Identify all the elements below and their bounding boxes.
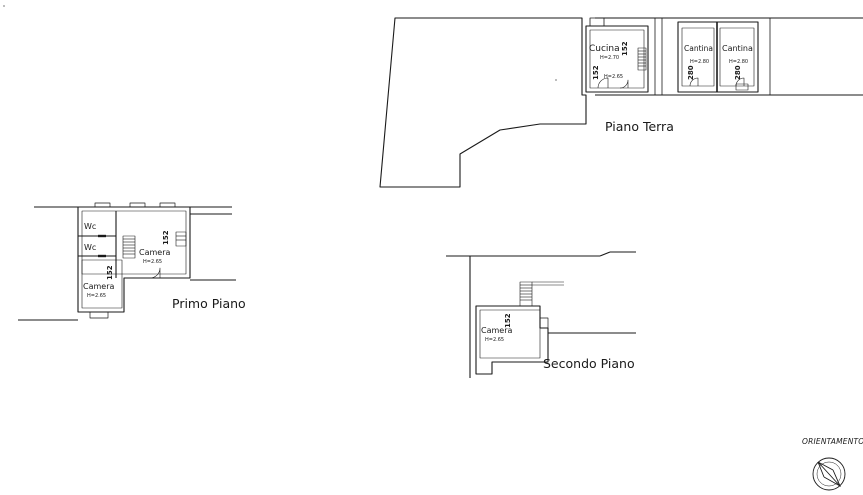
room-height: H=2.70 (600, 55, 619, 61)
room-number: 280 (687, 65, 695, 80)
room-height: H=2.65 (604, 74, 623, 80)
ground-floor-outline (379, 17, 587, 188)
first-floor-stair (122, 231, 187, 259)
stray-mark (3, 5, 5, 7)
room-name: Wc (84, 243, 96, 252)
first-floor-plan (18, 202, 236, 321)
room-name: Camera (139, 248, 170, 257)
room-number: 152 (106, 265, 114, 280)
floor-title: Secondo Piano (543, 356, 635, 371)
kitchen-door (619, 79, 629, 89)
first-floor-outline (77, 206, 191, 313)
orientation-label: ORIENTAMENTO (802, 437, 863, 446)
room-name: Camera (481, 326, 512, 335)
kitchen-door (597, 77, 609, 89)
second-floor-stair (519, 281, 564, 307)
street-line (599, 251, 611, 257)
room-height: H=2.65 (485, 337, 504, 343)
kitchen-walls (585, 25, 649, 93)
room-height: H=2.65 (87, 293, 106, 299)
room-number: 152 (592, 65, 600, 80)
cellar-right-inner (719, 27, 755, 87)
room-name: Cucina (589, 44, 620, 54)
room-name: Camera (83, 282, 114, 291)
room-height: H=2.80 (690, 59, 709, 65)
room-height: H=2.80 (729, 59, 748, 65)
stray-mark (555, 79, 557, 81)
room-name: Cantina (722, 44, 753, 53)
north-arrow-icon (812, 457, 846, 491)
room-number: 152 (504, 313, 512, 328)
kitchen-inner (589, 29, 645, 89)
second-floor-plan (446, 251, 636, 378)
floor-title: Piano Terra (605, 119, 674, 134)
room-name: Cantina (684, 44, 713, 53)
chimney (589, 17, 605, 27)
floor-title: Primo Piano (172, 296, 246, 311)
room-number: 152 (162, 230, 170, 245)
room-name: Wc (84, 222, 96, 231)
room-number: 280 (734, 65, 742, 80)
ground-floor-plan (379, 17, 863, 188)
room-height: H=2.65 (143, 259, 162, 265)
room-number: 152 (621, 41, 629, 56)
kitchen-stair (637, 47, 647, 71)
cellars-walls (677, 21, 759, 93)
